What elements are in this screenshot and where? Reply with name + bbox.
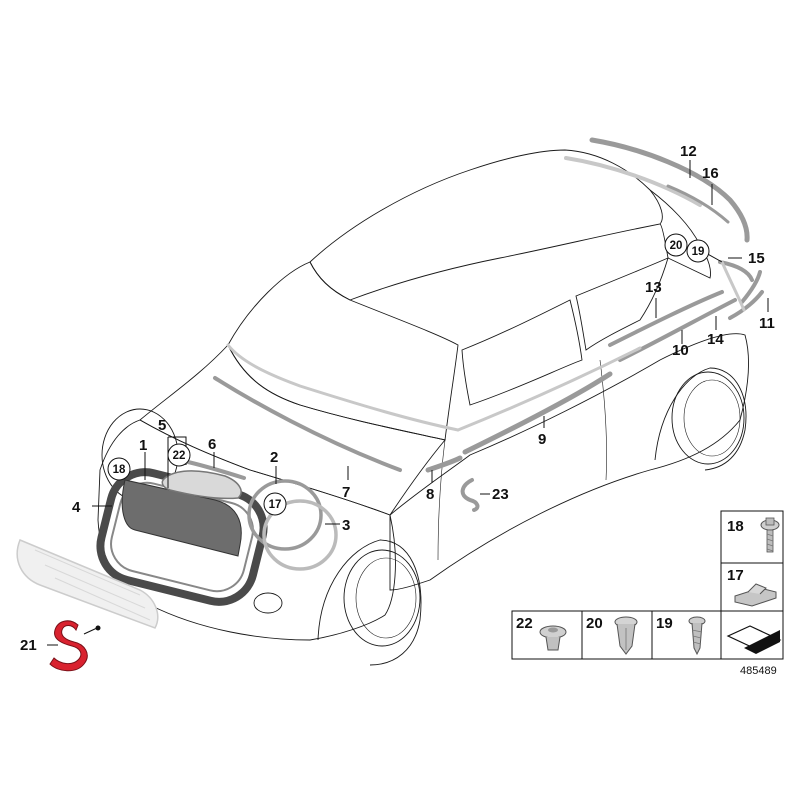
grille-bracket-6 (186, 460, 246, 480)
rear-trim-11 (740, 270, 762, 304)
front-wheel (317, 539, 422, 666)
diagram-number: 485489 (740, 665, 777, 677)
car-roof (309, 149, 663, 301)
callout-5: 5 (158, 417, 166, 434)
part-label-20: 20 (586, 615, 603, 632)
callout-21: 21 (20, 637, 37, 654)
callout-22-circle (167, 443, 191, 467)
callout-19-circle (686, 239, 710, 263)
car-door-line-rear (599, 359, 607, 481)
window-trim-13 (608, 290, 724, 347)
callout-14: 14 (707, 331, 724, 348)
callout-18-circle (107, 457, 131, 481)
lower-grille-ghost-mesh (34, 549, 151, 621)
direction-arrow-icon (726, 625, 782, 654)
callout-4: 4 (72, 499, 81, 516)
car-side-body (389, 333, 750, 591)
side-badge-23 (460, 478, 480, 512)
roof-frame-line (226, 343, 460, 432)
callout-2: 2 (270, 449, 278, 466)
grille-assembly (16, 460, 338, 629)
leader-21-emblem (83, 627, 98, 635)
callout-3: 3 (342, 517, 350, 534)
callout-17-circle (263, 492, 287, 516)
callout-9: 9 (538, 431, 546, 448)
expanding-rivet-icon (539, 625, 567, 651)
rear-trim-11b (728, 290, 764, 320)
car-windshield (227, 261, 459, 441)
callout-23: 23 (492, 486, 509, 503)
screw-icon (688, 616, 706, 656)
headlight-ring-3 (262, 499, 338, 571)
callout-7: 7 (342, 484, 350, 501)
car-door-line (437, 439, 446, 561)
roof-trim-16b (666, 184, 730, 224)
car-foglight (253, 592, 283, 614)
lower-grille-ghost (16, 539, 159, 629)
roof-trim-16 (564, 156, 702, 207)
callout-20: 20 (670, 240, 683, 252)
callout-22: 22 (173, 450, 186, 462)
callout-10: 10 (672, 342, 689, 359)
car-side-window-front (461, 299, 583, 406)
side-trim-8 (425, 455, 463, 473)
s-emblem-21 (49, 620, 101, 672)
air-intake-5 (161, 470, 242, 500)
part-label-22: 22 (516, 615, 533, 632)
callout-16: 16 (702, 165, 719, 182)
callout-19: 19 (692, 246, 705, 258)
side-trim-9 (462, 371, 613, 455)
bolt-washer-icon (760, 517, 780, 553)
trim-parts (213, 137, 764, 512)
fastener-parts-table: 18 17 22 20 19 (511, 510, 784, 677)
part-label-17: 17 (727, 567, 744, 584)
part-label-19: 19 (656, 615, 673, 632)
headlight-ring-2 (247, 479, 323, 551)
callout-20-circle (664, 233, 688, 257)
callout-1: 1 (139, 437, 147, 454)
callout-12: 12 (680, 143, 697, 160)
callout-17: 17 (269, 499, 282, 511)
clip-bracket-icon (734, 583, 777, 607)
callout-6: 6 (208, 436, 216, 453)
car-rear-pillar (649, 189, 711, 279)
window-trim-10 (618, 298, 737, 362)
callout-18: 18 (113, 464, 126, 476)
leader-lines (47, 160, 769, 646)
callout-13: 13 (645, 279, 662, 296)
window-trim-14 (720, 260, 746, 312)
push-clip-icon (614, 616, 638, 655)
emblem-mount-dot (95, 625, 101, 631)
a-pillar-line (456, 346, 642, 432)
callout-11: 11 (759, 315, 775, 332)
callout-8: 8 (426, 486, 434, 503)
callout-15: 15 (748, 250, 765, 267)
rear-wheel (654, 367, 747, 471)
car-side-window-rear (575, 257, 669, 351)
s-emblem-icon (49, 620, 88, 672)
callout-labels: 1 2 3 4 5 6 7 8 9 10 11 12 13 14 15 16 2… (20, 143, 775, 654)
grille-insert-1 (121, 479, 242, 557)
part-label-18: 18 (727, 518, 744, 535)
part-box-19 (651, 610, 722, 660)
roof-trim-12 (589, 137, 750, 243)
windshield-trim-7 (213, 376, 402, 472)
